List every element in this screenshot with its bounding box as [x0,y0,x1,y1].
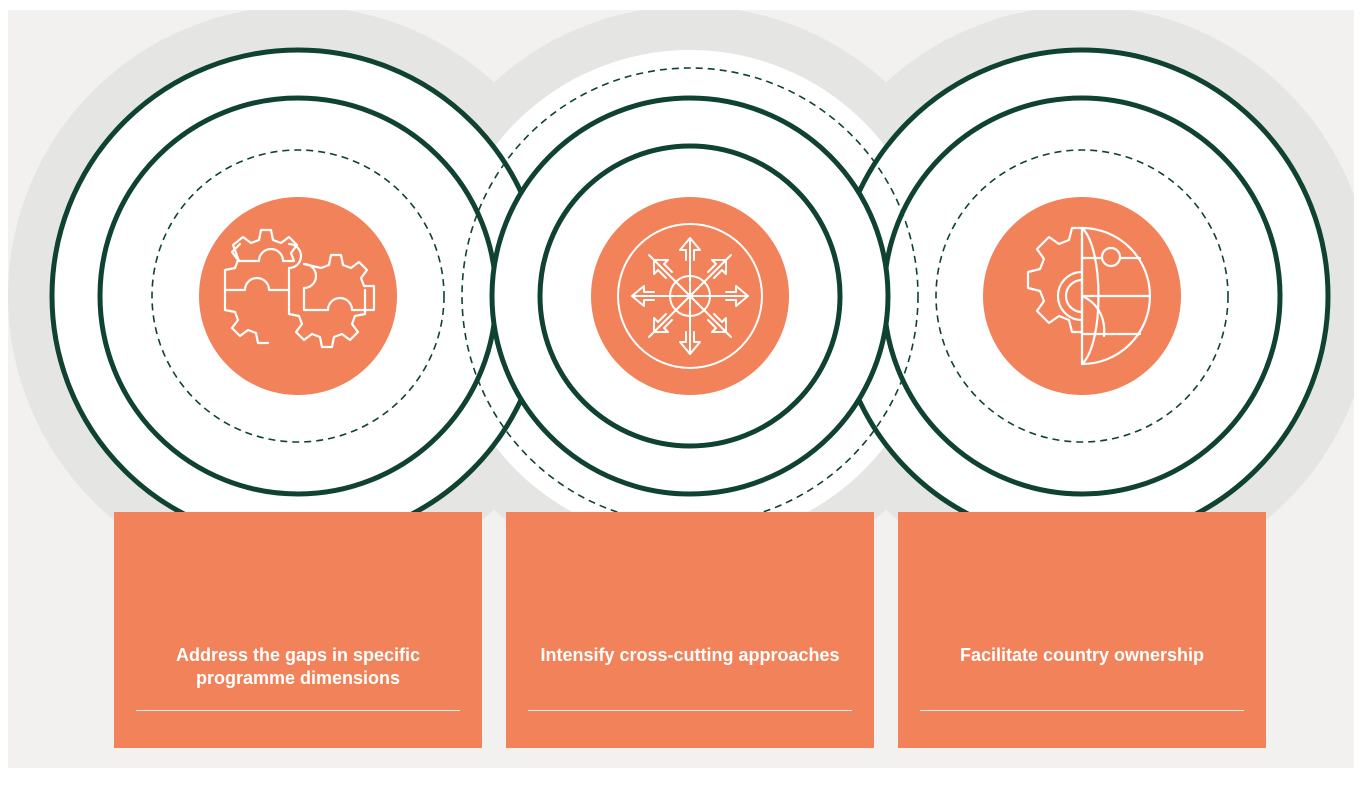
gear-globe-icon [1026,226,1152,366]
puzzle-gears-icon [223,228,376,349]
center-dashed-ring [461,67,919,525]
card-right-arc [898,512,1266,588]
left-dashed-ring [151,149,445,443]
right-dashed-ring [935,149,1229,443]
left-orange-disc [199,197,397,395]
compass-arrows-icon [617,223,763,369]
card-center-arc [506,512,874,588]
card-left-arc [114,512,482,588]
